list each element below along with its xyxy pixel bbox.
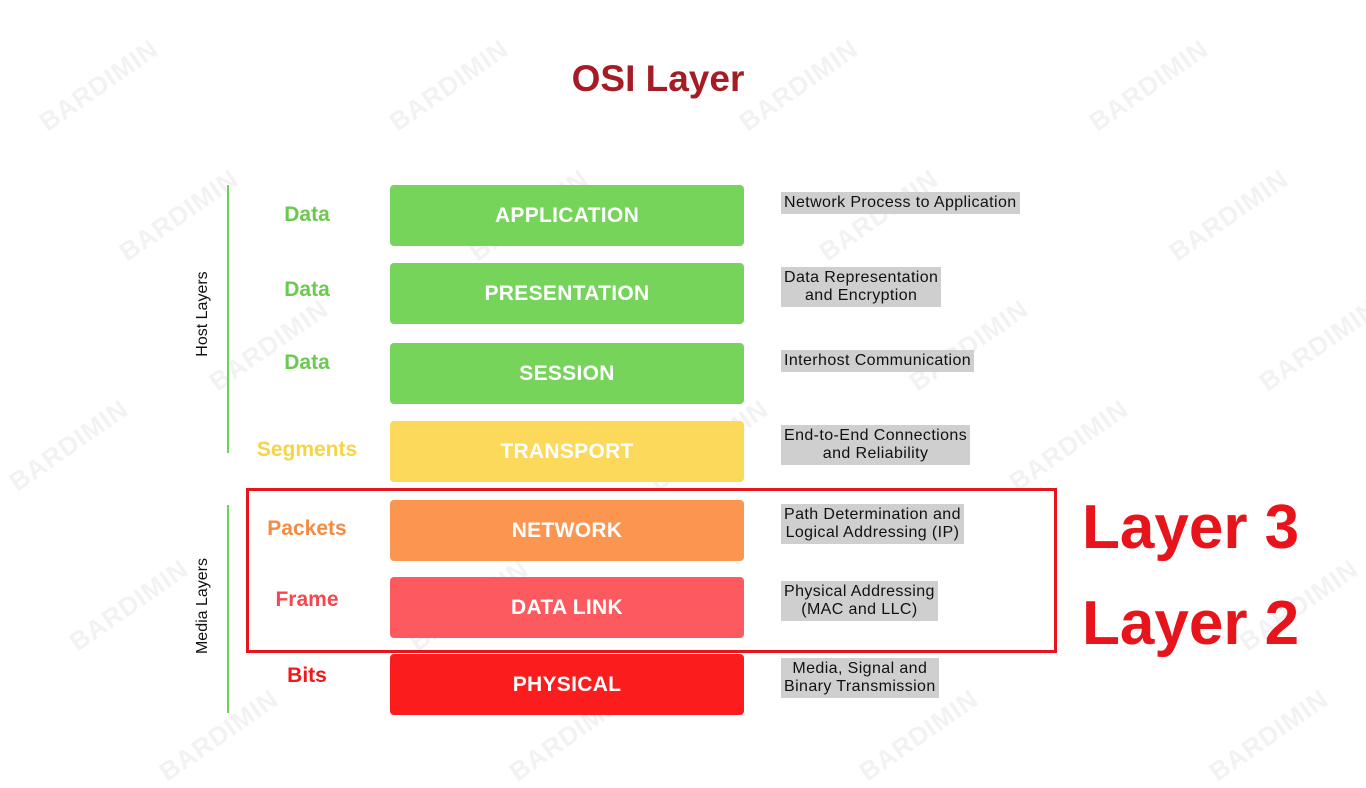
media-layers-bracket [227,505,229,713]
watermark-text: BARDIMIN [1203,683,1334,787]
pdu-label-transport: Segments [256,438,358,461]
pdu-label-application: Data [284,203,330,226]
host-layers-label: Host Layers [194,271,211,357]
media-layers-label: Media Layers [194,557,211,655]
description-line: End-to-End Connections [784,427,968,444]
pdu-label-physical: Bits [287,664,327,687]
watermark-text: BARDIMIN [1163,163,1294,267]
diagram-title: OSI Layer [571,58,745,99]
layer-description-session: Interhost Communication [781,350,975,372]
description-line: and Encryption [805,287,918,304]
host-layers-bracket [227,185,229,453]
description-line: Interhost Communication [784,352,972,369]
watermark-text: BARDIMIN [853,683,984,787]
description-line: Network Process to Application [784,194,1017,211]
layer-description-application: Network Process to Application [781,192,1020,214]
watermark-text: BARDIMIN [113,163,244,267]
pdu-label-session: Data [284,351,330,374]
layer-description-data-link: Physical Addressing(MAC and LLC) [781,581,938,621]
layer-box-presentation: PRESENTATION [390,263,744,324]
description-line: Logical Addressing (IP) [785,524,960,541]
watermark-text: BARDIMIN [63,553,194,657]
layer-box-data-link: DATA LINK [390,577,744,638]
layer-box-session: SESSION [390,343,744,404]
watermark-text: BARDIMIN [3,393,134,497]
layer-3-callout: Layer 3 [1082,493,1300,562]
layer-box-physical: PHYSICAL [390,654,744,715]
description-line: Binary Transmission [784,678,936,695]
watermark-text: BARDIMIN [153,683,284,787]
description-line: Physical Addressing [784,583,935,600]
pdu-label-data-link: Frame [275,588,339,611]
description-line: and Reliability [822,445,929,462]
watermark-text: BARDIMIN [1003,393,1134,497]
description-line: (MAC and LLC) [801,601,918,618]
watermark-text: BARDIMIN [813,163,944,267]
layer-box-transport: TRANSPORT [390,421,744,482]
pdu-label-network: Packets [267,517,347,540]
description-line: Data Representation [784,269,939,286]
layer-box-network: NETWORK [390,500,744,561]
layer-2-3-highlight-box [246,488,1057,653]
description-line: Path Determination and [784,506,961,523]
description-line: Media, Signal and [792,660,928,677]
watermark-text: BARDIMIN [903,293,1034,397]
watermark-text: BARDIMIN [1253,293,1366,397]
pdu-label-presentation: Data [284,278,330,301]
layer-box-application: APPLICATION [390,185,744,246]
watermark-text: BARDIMIN [203,293,334,397]
layer-2-callout: Layer 2 [1082,589,1300,658]
